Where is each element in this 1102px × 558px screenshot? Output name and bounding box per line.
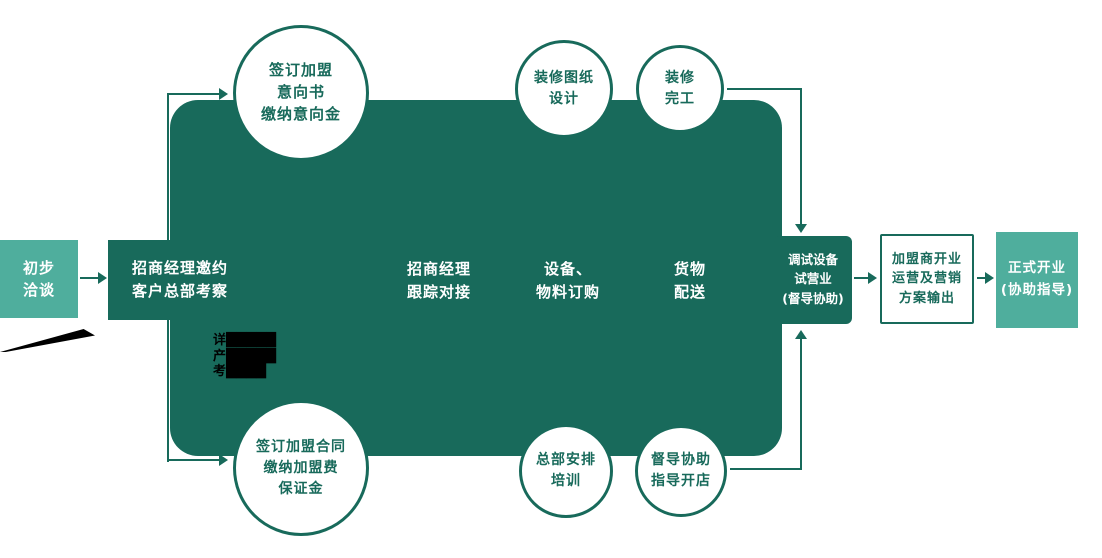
circle-decoration-complete-label: 装修 完工 xyxy=(665,70,695,107)
stage-follow-label: 招商经理 跟踪对接 xyxy=(406,260,471,301)
final-step-box: 正式开业 (协助指导) xyxy=(996,232,1078,328)
final-step-label: 正式开业 (协助指导) xyxy=(1000,260,1074,298)
circle-sign-intent: 签订加盟 意向书 缴纳意向金 xyxy=(233,25,369,161)
obscured-note-text: 详█████ 产█████ 考████ xyxy=(213,333,276,380)
circle-supervise-opening: 督导协助 指导开店 xyxy=(635,425,727,517)
circle-decoration-design: 装修图纸 设计 xyxy=(515,40,613,138)
circle-supervise-opening-label: 督导协助 指导开店 xyxy=(651,452,711,489)
connector-to-final-box xyxy=(977,277,987,279)
circle-hq-training: 总部安排 培训 xyxy=(519,424,613,518)
connector-start xyxy=(80,277,100,279)
opening-plan-label: 加盟商开业 运营及营销 方案输出 xyxy=(891,251,962,306)
connector-top-left xyxy=(167,93,221,95)
black-wedge-artifact xyxy=(0,329,95,352)
arrowhead-top-left xyxy=(219,88,228,100)
flow-body-right-tab xyxy=(774,236,852,324)
stage-invite-label: 招商经理邀约 客户总部考察 xyxy=(131,259,228,300)
connector-bottom-right-v xyxy=(800,339,802,470)
circle-sign-contract: 签订加盟合同 缴纳加盟费 保证金 xyxy=(233,400,369,536)
arrowhead-to-final-box xyxy=(985,272,994,284)
arrowhead-start xyxy=(98,272,107,284)
connector-bottom-left xyxy=(167,459,221,461)
connector-top-right-v xyxy=(800,88,802,225)
arrowhead-bottom-right-up xyxy=(795,330,807,339)
connector-to-opening-box xyxy=(854,277,870,279)
stage-equipment-label: 设备、 物料订购 xyxy=(535,260,600,301)
circle-hq-training-label: 总部安排 培训 xyxy=(536,452,596,489)
arrowhead-bottom-left xyxy=(219,454,228,466)
connector-bottom-right-h xyxy=(730,468,802,470)
stage-delivery-label: 货物 配送 xyxy=(673,260,706,301)
opening-plan-box: 加盟商开业 运营及营销 方案输出 xyxy=(880,234,974,324)
circle-decoration-design-label: 装修图纸 设计 xyxy=(534,70,594,107)
circle-sign-contract-label: 签订加盟合同 缴纳加盟费 保证金 xyxy=(256,438,346,497)
stage-trial-run-label: 调试设备 试营业 (督导协助) xyxy=(782,252,844,306)
connector-top-right-h xyxy=(727,88,802,90)
flow-body xyxy=(170,100,782,456)
arrowhead-top-right-down xyxy=(795,224,807,233)
start-step-box: 初步 洽谈 xyxy=(0,240,78,318)
arrowhead-to-opening-box xyxy=(868,272,877,284)
flow-body-left-tab xyxy=(108,240,188,320)
circle-sign-intent-label: 签订加盟 意向书 缴纳意向金 xyxy=(260,61,341,123)
start-step-label: 初步 洽谈 xyxy=(22,258,55,300)
circle-decoration-complete: 装修 完工 xyxy=(636,45,724,133)
